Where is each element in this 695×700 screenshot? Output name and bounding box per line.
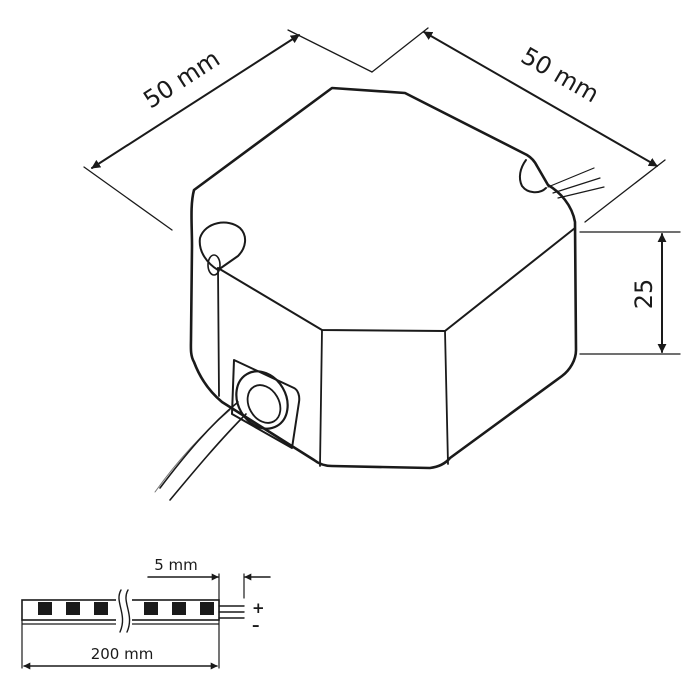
dimension-width-right: 50 mm: [371, 27, 666, 223]
plus-label: +: [252, 599, 265, 617]
mounting-hole-left: [198, 221, 246, 271]
dimension-width-left: 50 mm: [83, 29, 373, 231]
height-label: 25: [630, 279, 658, 310]
driver-housing: [189, 86, 605, 470]
top-face-edge: [217, 227, 576, 332]
minus-label: –: [252, 616, 260, 634]
dimension-line: [423, 31, 658, 167]
led-strip: 5 mm + – 200 mm: [21, 556, 271, 670]
segment-label: 5 mm: [154, 556, 198, 574]
strip-leds: [38, 602, 214, 615]
extension-line: [371, 27, 429, 73]
front-corner-edge: [319, 329, 323, 467]
cable: [154, 401, 247, 501]
extension-line: [287, 29, 373, 73]
length-label: 200 mm: [91, 645, 154, 663]
mounting-slot-right: [518, 159, 547, 194]
mounting-hole-inner: [207, 254, 221, 276]
cable-gland: [235, 370, 289, 430]
width-right-label: 50 mm: [516, 42, 604, 109]
right-corner-edge: [444, 330, 449, 465]
left-corner-edge: [217, 267, 220, 397]
dimension-height: 25: [579, 231, 681, 355]
slot-shading: [547, 167, 605, 199]
dimension-line: [91, 34, 300, 169]
housing-outline: [189, 86, 578, 470]
width-left-label: 50 mm: [138, 44, 224, 114]
extension-line: [584, 159, 666, 223]
extension-line: [83, 166, 173, 231]
cable-gland-inner: [246, 384, 282, 424]
cable-gland-frame: [231, 359, 301, 449]
